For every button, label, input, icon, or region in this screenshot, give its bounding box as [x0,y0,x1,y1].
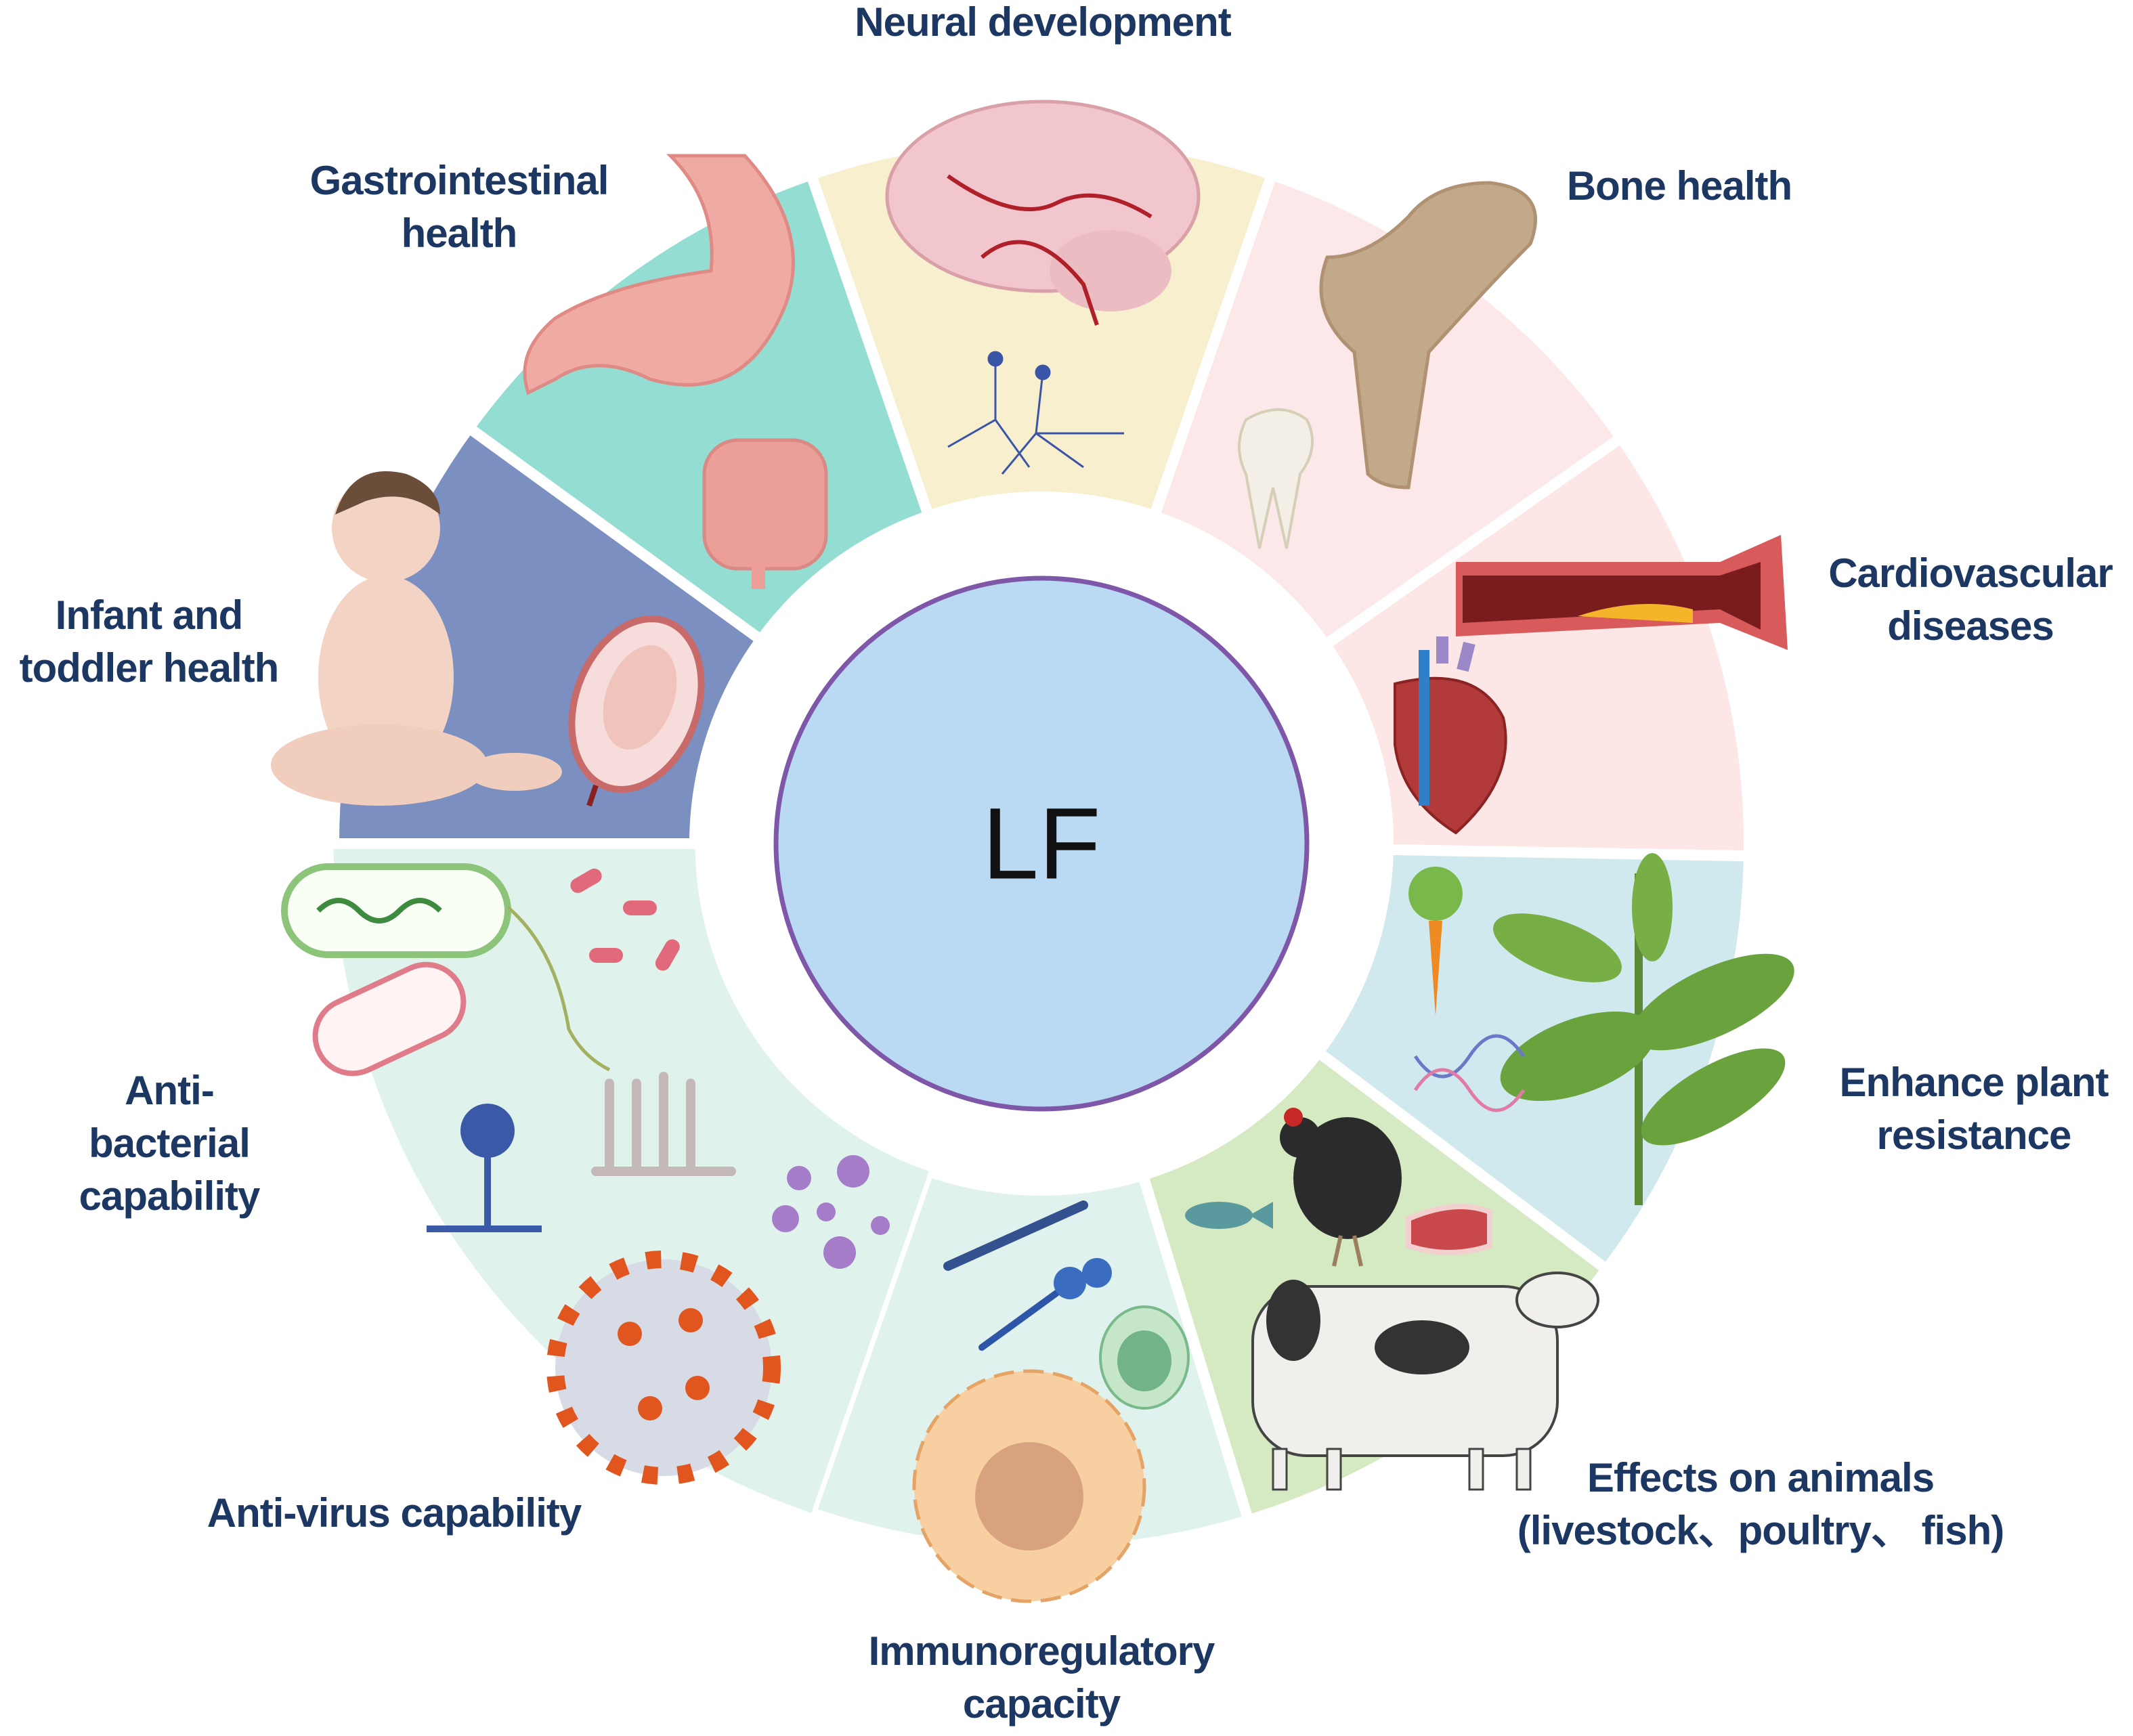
label-line: diseases [1887,603,2054,649]
label-line: Anti- [125,1068,215,1113]
label-line: toddler health [19,645,280,691]
center-label: LF [982,786,1101,900]
fetus-in-womb-icon [568,615,705,807]
heart-icon [1394,636,1507,835]
cow-icon [1251,1272,1599,1491]
label-enhance-plant-resistance: Enhance plant resistance [1839,1056,2109,1162]
label-line: (livestock、poultry、 fish) [1517,1508,2004,1553]
label-line: Effects on animals [1587,1455,1935,1500]
label-line: Cardiovascular [1828,550,2113,596]
tooth-icon [1238,408,1314,549]
rod-bacteria-icon [570,868,680,971]
brain-icon [885,100,1201,326]
dendritic-cell-icon [912,1369,1146,1603]
label-infant-toddler-health: Infant and toddler health [19,589,280,695]
label-line: bacterial [89,1121,251,1166]
small-virus-icon [772,1155,890,1269]
label-anti-virus-capability: Anti-virus capability [207,1487,582,1540]
label-line: Immunoregulatory [868,1628,1215,1674]
carrot-icon [1408,867,1463,1016]
label-bone-health: Bone health [1567,160,1792,213]
t-cell-icon [1099,1305,1190,1410]
bone-icon [1319,181,1537,490]
label-line: Enhance plant [1839,1060,2109,1105]
label-immunoregulatory-capacity: Immunoregulatory capacity [869,1625,1215,1731]
baby-icon [271,471,562,806]
plant-icon [1493,853,1794,1205]
label-line: health [401,211,518,256]
label-line: resistance [1876,1112,2072,1158]
label-line: Neural development [855,0,1231,45]
label-effects-on-animals: Effects on animals (livestock、poultry、 fi… [1517,1452,2004,1557]
label-line: Gastrointestinal [309,158,609,203]
antibody-icon [943,1200,1112,1351]
label-gastrointestinal-health: Gastrointestinal health [310,154,609,260]
label-line: Infant and [55,592,244,638]
bacteria-icon [281,863,611,1077]
intestine-icon [702,438,828,589]
center-circle [773,576,1310,1112]
coronavirus-icon [546,1251,781,1485]
fish-icon [1185,1202,1273,1229]
stomach-icon [523,154,795,395]
neuron-icon [947,351,1124,475]
label-neural-development: Neural development [855,0,1231,49]
fungus-icon [427,1072,736,1232]
artery-icon [1456,535,1788,650]
label-line: Anti-virus capability [207,1490,582,1536]
label-line: Bone health [1566,163,1792,209]
meat-icon [1406,1204,1492,1255]
label-anti-bacterial-capability: Anti-bacterial capability [79,1064,261,1223]
dna-icon [1413,1034,1526,1112]
label-line: capability [79,1173,261,1219]
chicken-icon [1280,1108,1402,1267]
label-line: capacity [962,1681,1121,1727]
label-cardiovascular-diseases: Cardiovascular diseases [1828,547,2113,653]
